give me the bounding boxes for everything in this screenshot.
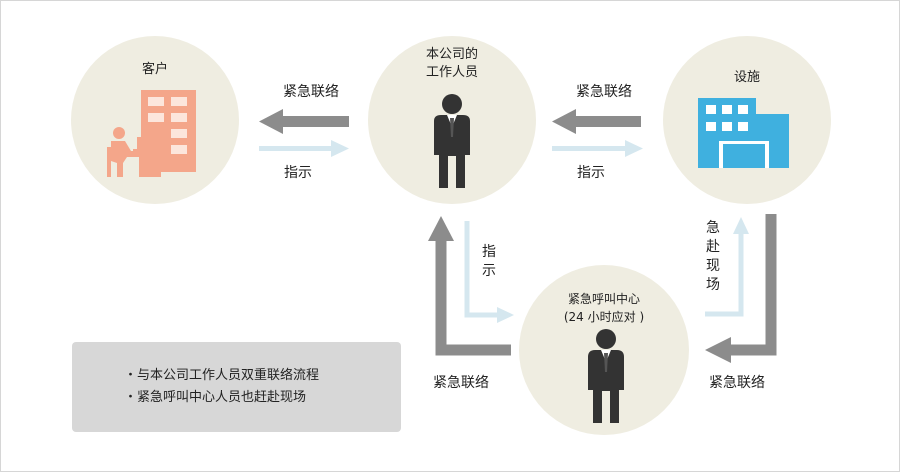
person-in-suit-icon (434, 94, 470, 188)
staff-to-facility-instruction-arrow (552, 140, 643, 157)
facility-to-staff-contact-label: 紧急联络 (576, 84, 632, 100)
facility-to-center-contact-arrow (705, 214, 777, 363)
emergency-center-node: 紧急呼叫中心 (24 小时应对 ) (519, 265, 689, 435)
person-in-suit-icon (588, 329, 624, 423)
customer-label: 客户 (141, 62, 168, 77)
staff-to-customer-contact-arrow (259, 109, 349, 134)
facility-building-icon (698, 98, 789, 168)
center-to-staff-contact-label: 紧急联络 (433, 375, 489, 391)
note-item: 与本公司工作人员双重联络流程 (124, 365, 319, 387)
center-to-facility-dispatch-arrow (705, 217, 749, 317)
notes-box: 与本公司工作人员双重联络流程 紧急呼叫中心人员也赶赴现场 (72, 342, 401, 432)
center-to-facility-dispatch-label: 急赴现场 (706, 220, 720, 293)
customer-instruction-label: 指示 (284, 165, 312, 181)
staff-to-facility-instruction-label: 指示 (577, 165, 605, 181)
facility-to-staff-contact-arrow (552, 109, 641, 134)
company-staff-label: 本公司的 工作人员 (425, 47, 478, 80)
customer-instruction-arrow (259, 140, 349, 157)
staff-to-center-instruction-arrow (464, 221, 514, 323)
center-to-staff-contact-arrow (428, 216, 511, 356)
emergency-center-label: 紧急呼叫中心 (24 小时应对 ) (563, 292, 645, 324)
office-building-and-worker-at-desk-icon (107, 90, 196, 177)
facility-to-center-contact-label: 紧急联络 (709, 375, 765, 391)
staff-to-customer-contact-label: 紧急联络 (283, 84, 339, 100)
staff-to-center-instruction-label: 指示 (482, 244, 496, 279)
notes-list: 与本公司工作人员双重联络流程 紧急呼叫中心人员也赶赴现场 (124, 365, 319, 409)
note-item: 紧急呼叫中心人员也赶赴现场 (124, 387, 319, 409)
facility-label: 设施 (733, 70, 760, 85)
